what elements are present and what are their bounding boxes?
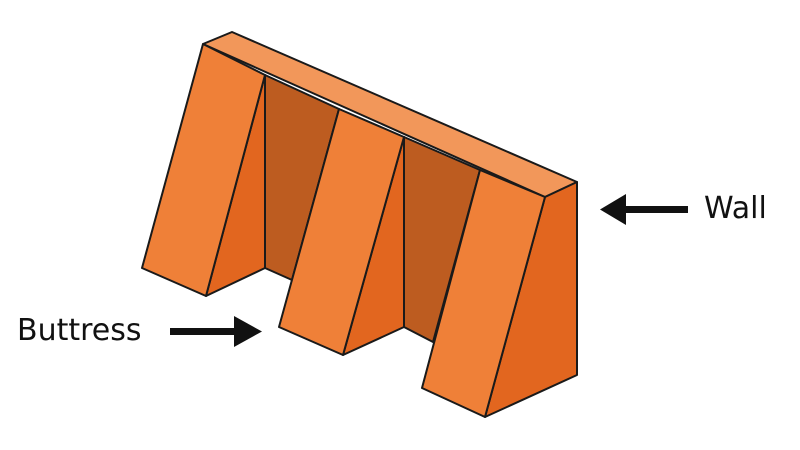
buttress-1-front (141, 43, 266, 297)
buttress-label: Buttress (17, 313, 142, 348)
buttress-arrow (170, 316, 262, 347)
buttress-3-front (421, 169, 546, 418)
wall-label: Wall (704, 191, 767, 226)
buttress-2-front (278, 108, 405, 356)
wall-arrow (600, 194, 688, 225)
